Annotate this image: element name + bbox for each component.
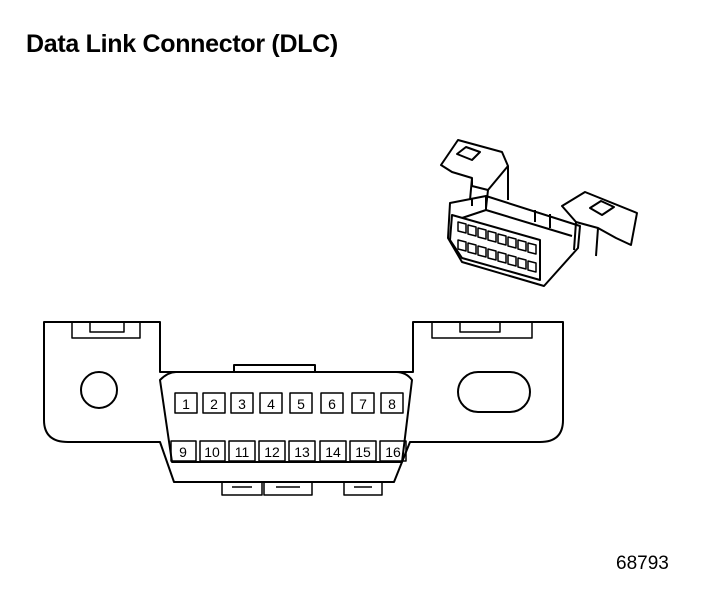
figure-number: 68793 xyxy=(616,553,669,574)
pin-box xyxy=(351,392,375,414)
left-tab-notch xyxy=(71,322,141,339)
left-tab-hole xyxy=(456,146,481,161)
pin-label-7: 7 xyxy=(359,396,367,412)
bottom-latch-right xyxy=(343,482,383,496)
left-mounting-tab xyxy=(440,139,509,191)
pin-box xyxy=(259,392,283,414)
pin-box xyxy=(289,392,313,414)
pin-box xyxy=(199,440,226,462)
pin-box xyxy=(170,440,197,462)
connector-face xyxy=(449,214,541,281)
right-tab-notch xyxy=(431,322,533,339)
pin-label-14: 14 xyxy=(325,444,341,460)
pin-label-3: 3 xyxy=(238,396,246,412)
pin-box xyxy=(380,392,404,414)
pin-box xyxy=(288,440,316,462)
pin-box xyxy=(228,440,256,462)
pin-label-9: 9 xyxy=(179,444,187,460)
pin-label-4: 4 xyxy=(267,396,275,412)
pin-label-13: 13 xyxy=(294,444,310,460)
bottom-latch-middle xyxy=(263,482,313,496)
pin-box xyxy=(319,440,347,462)
pin-row-bottom xyxy=(170,440,407,462)
pin-label-2: 2 xyxy=(210,396,218,412)
diagram-title: Data Link Connector (DLC) xyxy=(26,30,338,58)
bottom-latch-left xyxy=(221,482,263,496)
dlc-front-view: 1 2 3 4 5 6 7 8 9 10 11 12 13 14 15 16 xyxy=(43,321,564,496)
pin-label-10: 10 xyxy=(204,444,220,460)
pin-row-top xyxy=(174,392,404,414)
pin-label-15: 15 xyxy=(355,444,371,460)
pin-box xyxy=(320,392,344,414)
pin-box xyxy=(258,440,286,462)
pin-box xyxy=(230,392,254,414)
connector-face-front xyxy=(159,371,413,463)
pin-label-8: 8 xyxy=(388,396,396,412)
dlc-isometric-view xyxy=(440,139,638,287)
pin-label-5: 5 xyxy=(297,396,305,412)
pin-label-6: 6 xyxy=(328,396,336,412)
pin-label-16: 16 xyxy=(385,444,401,460)
right-tab-hole xyxy=(589,200,615,216)
right-mounting-tab xyxy=(561,191,638,246)
pin-label-11: 11 xyxy=(235,444,250,460)
pin-box xyxy=(349,440,377,462)
pin-label-12: 12 xyxy=(264,444,280,460)
pin-label-1: 1 xyxy=(182,396,190,412)
right-mounting-slot xyxy=(457,371,531,413)
pin-box xyxy=(174,392,198,414)
pin-box xyxy=(379,440,407,462)
pin-box xyxy=(202,392,226,414)
left-mounting-hole xyxy=(80,371,118,409)
